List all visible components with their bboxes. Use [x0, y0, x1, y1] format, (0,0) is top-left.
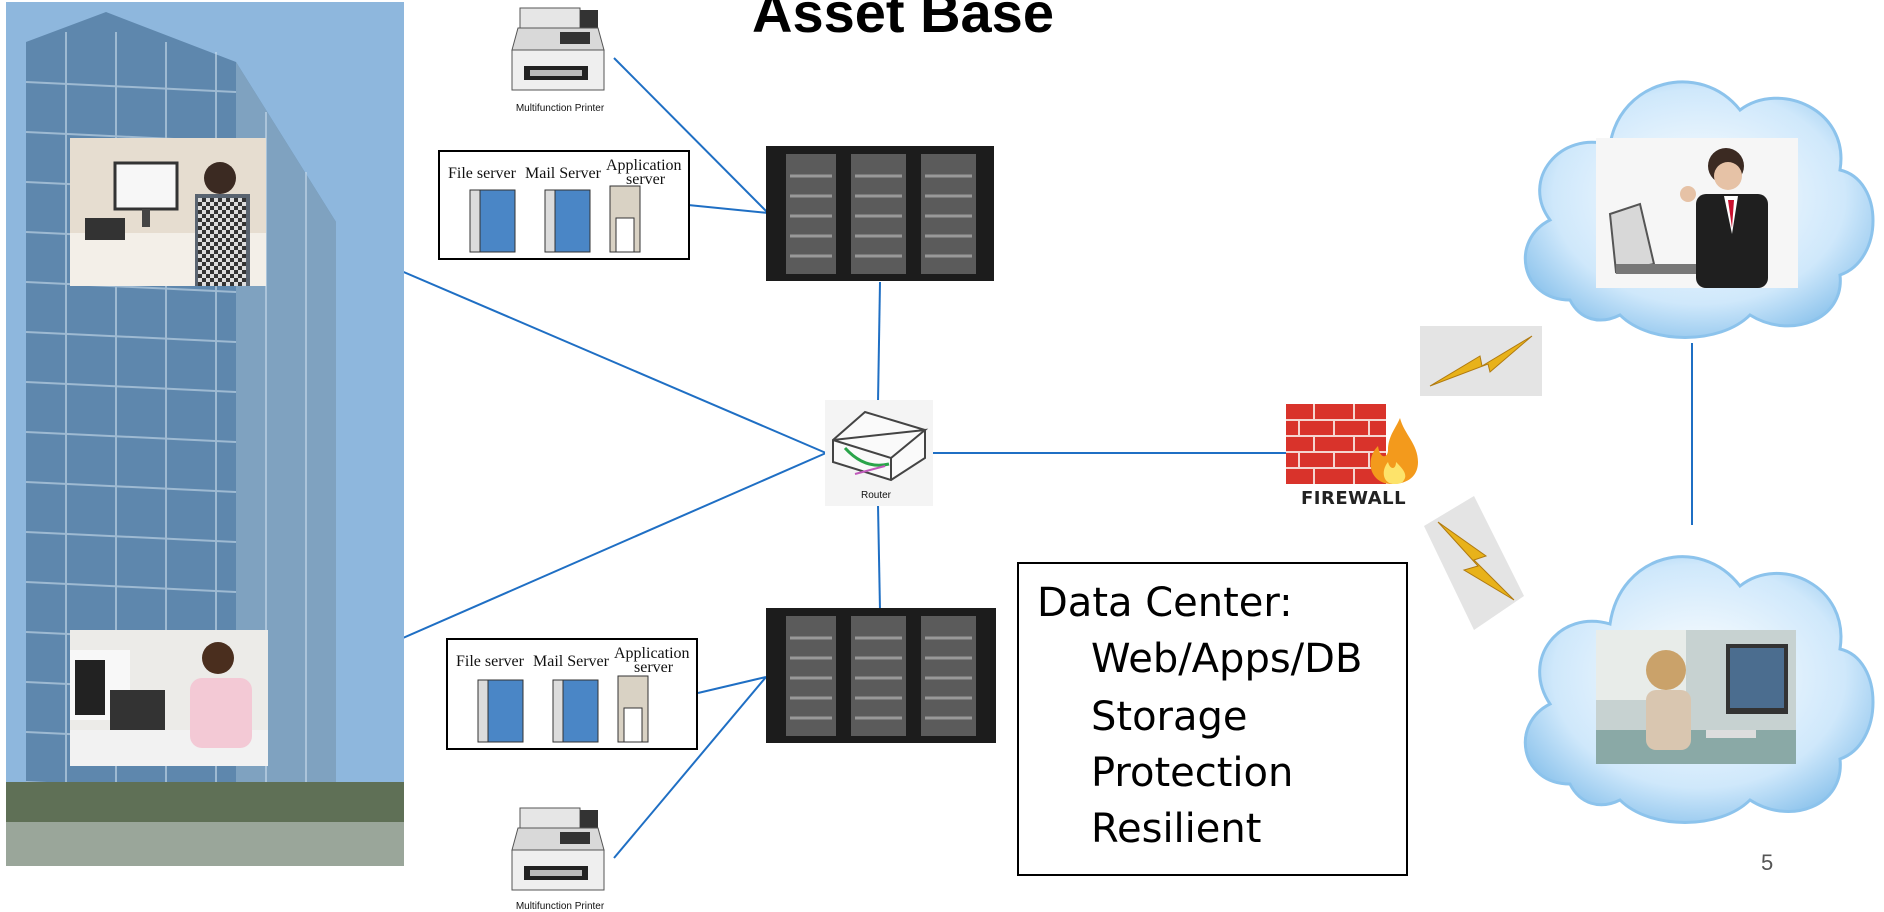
file-server-label: File server — [448, 165, 516, 182]
server-towers-icon — [477, 675, 649, 743]
server-group-bottom: File server Mail Server Application serv… — [446, 638, 698, 750]
link-servers-top-rack — [687, 204, 769, 214]
data-center-heading: Data Center: — [1037, 580, 1293, 626]
application-server-label-1: Application — [614, 645, 690, 662]
page-number: 5 — [1761, 850, 1774, 875]
link-router-rack-bottom — [877, 504, 881, 611]
printer-icon — [511, 807, 605, 891]
data-center-box: Data Center: Web/Apps/DB Storage Protect… — [1017, 562, 1408, 876]
lightning-bolt-top — [1420, 326, 1542, 396]
multifunction-printer-bottom: Multifunction Printer — [500, 802, 620, 912]
router-label: Router — [861, 490, 892, 501]
data-center-item: Storage — [1091, 694, 1248, 740]
office-worker-photo-top — [70, 138, 266, 286]
firewall-label: FIREWALL — [1301, 488, 1407, 509]
office-worker-photo-bottom — [70, 630, 268, 766]
printer-icon — [511, 7, 605, 91]
multifunction-printer-top: Multifunction Printer — [500, 2, 620, 114]
lightning-bolt-bottom — [1424, 496, 1524, 630]
server-rack-top — [766, 146, 994, 281]
router-icon — [832, 410, 929, 482]
printer-label: Multifunction Printer — [515, 901, 605, 912]
data-center-item: Protection — [1091, 750, 1294, 796]
link-rack-top-router — [877, 281, 881, 403]
firewall: FIREWALL — [1284, 400, 1420, 512]
page-title: Asset Base — [752, 0, 1054, 44]
data-center-item: Resilient — [1091, 806, 1262, 852]
lightning-icon — [1424, 496, 1524, 630]
printer-label: Multifunction Printer — [515, 103, 605, 114]
application-server-label-1: Application — [606, 157, 682, 174]
mail-server-label: Mail Server — [533, 653, 609, 670]
link-servers-bottom-rack — [697, 676, 767, 694]
link-printer-top-rack — [613, 57, 769, 214]
data-center-item: Web/Apps/DB — [1091, 636, 1363, 682]
router: Router — [825, 400, 933, 506]
server-towers-icon — [469, 185, 641, 253]
file-server-label: File server — [456, 653, 524, 670]
link-printer-bottom-rack — [613, 676, 767, 859]
remote-user-photo-bottom — [1596, 630, 1796, 764]
firewall-icon — [1286, 404, 1418, 484]
rack-image — [786, 154, 976, 274]
server-group-top: File server Mail Server Application serv… — [438, 150, 690, 260]
remote-user-photo-top — [1596, 138, 1798, 288]
mail-server-label: Mail Server — [525, 165, 601, 182]
application-server-label-2: server — [634, 659, 674, 676]
application-server-label-2: server — [626, 171, 666, 188]
server-rack-bottom — [766, 608, 996, 743]
lightning-icon — [1429, 335, 1533, 387]
rack-image — [786, 616, 976, 736]
